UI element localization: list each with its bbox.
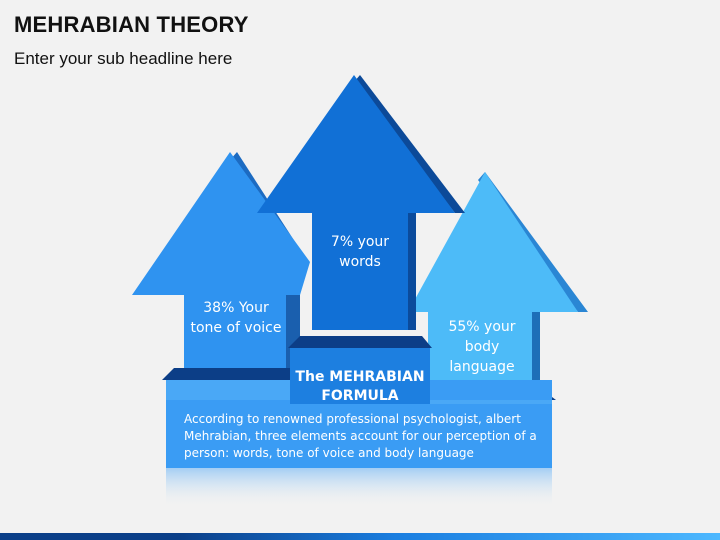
base-block-top bbox=[166, 380, 290, 400]
step-left bbox=[162, 368, 298, 380]
formula-block bbox=[290, 348, 430, 404]
page-subtitle: Enter your sub headline here bbox=[14, 49, 233, 68]
arrow-middle bbox=[257, 75, 465, 330]
formula-title: The MEHRABIAN FORMULA bbox=[295, 369, 425, 404]
bottom-accent-bar bbox=[0, 533, 720, 540]
arrow-right-label: 55% your body language bbox=[448, 319, 516, 375]
arrow-middle-label: 7% your words bbox=[330, 234, 390, 270]
arrow-left-label: 38% Your tone of voice bbox=[190, 300, 282, 336]
page-title: MEHRABIAN THEORY bbox=[14, 12, 249, 37]
base-block-right-top bbox=[428, 400, 552, 404]
formula-description: According to renowned professional psych… bbox=[184, 412, 537, 460]
base-reflection bbox=[166, 468, 552, 508]
step-middle bbox=[288, 336, 432, 348]
